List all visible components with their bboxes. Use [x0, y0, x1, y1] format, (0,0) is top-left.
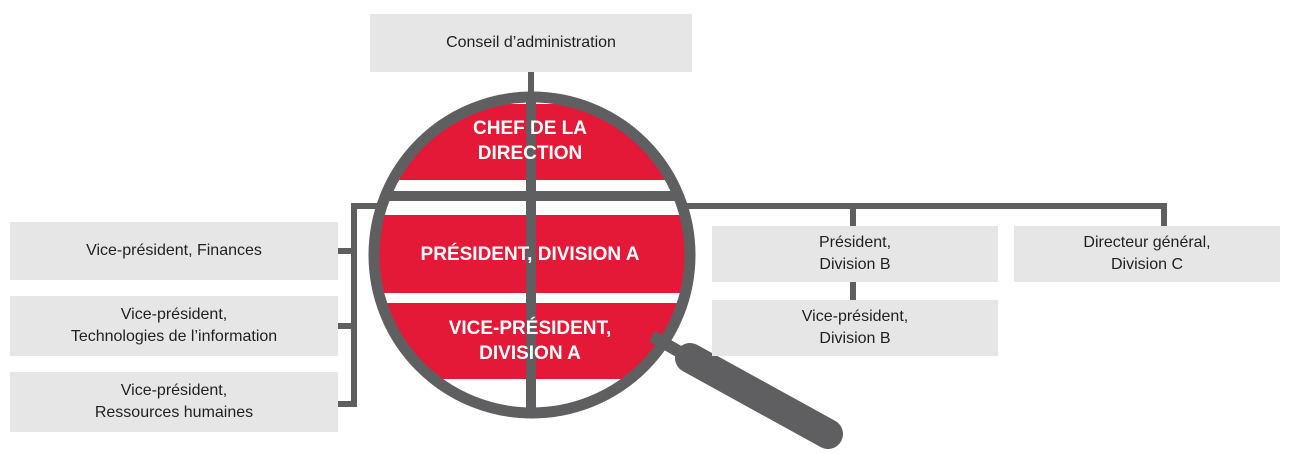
- vp-finances-label: Vice-président, Finances: [86, 242, 262, 259]
- vp-hr-box: Vice-président, Ressources humaines: [10, 372, 338, 432]
- vp-finances-box: Vice-président, Finances: [10, 222, 338, 280]
- vp-b-box: Vice-président, Division B: [712, 300, 998, 356]
- vp-hr-label: Vice-président, Ressources humaines: [94, 382, 254, 421]
- president-b-label: Président, Division B: [818, 234, 892, 273]
- director-c-box: Directeur général, Division C: [1014, 226, 1280, 282]
- vp-a-label: VICE-PRÉSIDENT, DIVISION A: [448, 318, 612, 364]
- president-a-label: PRÉSIDENT, DIVISION A: [420, 244, 640, 265]
- vp-it-box: Vice-président, Technologies de l’inform…: [10, 296, 338, 356]
- board-label: Conseil d’administration: [446, 34, 616, 51]
- director-c-label: Directeur général, Division C: [1083, 234, 1211, 273]
- magnifier-ring: [368, 91, 696, 419]
- vp-it-label: Vice-président, Technologies de l’inform…: [70, 306, 278, 345]
- board-box: Conseil d’administration: [370, 14, 692, 72]
- magnifier-neck: [648, 330, 694, 364]
- president-b-box: Président, Division B: [712, 226, 998, 282]
- vp-b-label: Vice-président, Division B: [801, 308, 909, 347]
- ceo-label: CHEF DE LA DIRECTION: [473, 118, 587, 164]
- magnifier-handle: [675, 343, 843, 449]
